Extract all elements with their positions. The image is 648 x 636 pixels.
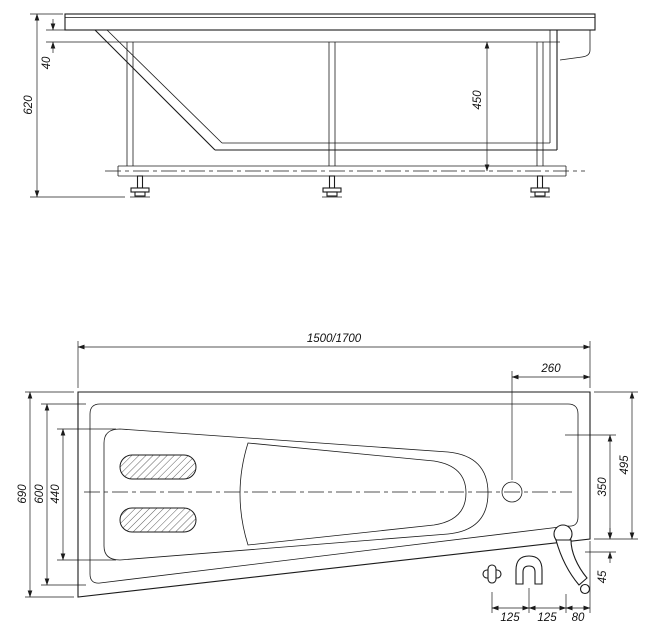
side-view-dimensions: 620 40 450 [23, 13, 490, 198]
handshower-icon [553, 524, 591, 595]
plan-dimensions: 1500/1700 260 690 600 440 495 [17, 333, 638, 624]
foot-left [130, 175, 150, 198]
foot-middle [322, 175, 342, 198]
side-view-frame [98, 41, 585, 177]
plan-view: 1500/1700 260 690 600 440 495 [17, 333, 638, 624]
side-view-tub-outline [64, 13, 596, 151]
grip-handles [119, 454, 197, 533]
dim-tap-spacing-2-label: 125 [537, 612, 557, 624]
grip-handle-top [119, 454, 197, 480]
adjustable-feet [130, 175, 550, 198]
dim-length-label: 1500/1700 [307, 333, 362, 345]
tap-cross-icon [482, 564, 502, 584]
plan-tub-outline [77, 391, 591, 598]
dim-tap-spacing-1-label: 125 [500, 612, 520, 624]
dim-inner-depth-label: 450 [472, 90, 484, 110]
dim-rim-height-label: 40 [41, 56, 53, 69]
dim-total-height-label: 620 [23, 95, 35, 115]
dim-width-basin-label: 440 [50, 484, 62, 504]
dim-width-total-label: 690 [17, 484, 29, 504]
drain-hole [501, 481, 523, 503]
spout-icon [515, 555, 543, 585]
grip-handle-bottom [119, 507, 197, 533]
foot-right [530, 175, 550, 198]
dim-drain-offset-label: 260 [540, 363, 561, 375]
dim-tap-spacing-3-label: 80 [572, 612, 585, 624]
dim-width-rim-inner-label: 600 [34, 484, 46, 504]
dim-right-inner-label: 350 [597, 477, 609, 497]
dim-rim-bottom-right-label: 45 [597, 570, 609, 583]
dim-right-width-label: 495 [619, 455, 631, 475]
side-view: 620 40 450 [23, 13, 596, 198]
deck-fixtures [482, 524, 591, 595]
